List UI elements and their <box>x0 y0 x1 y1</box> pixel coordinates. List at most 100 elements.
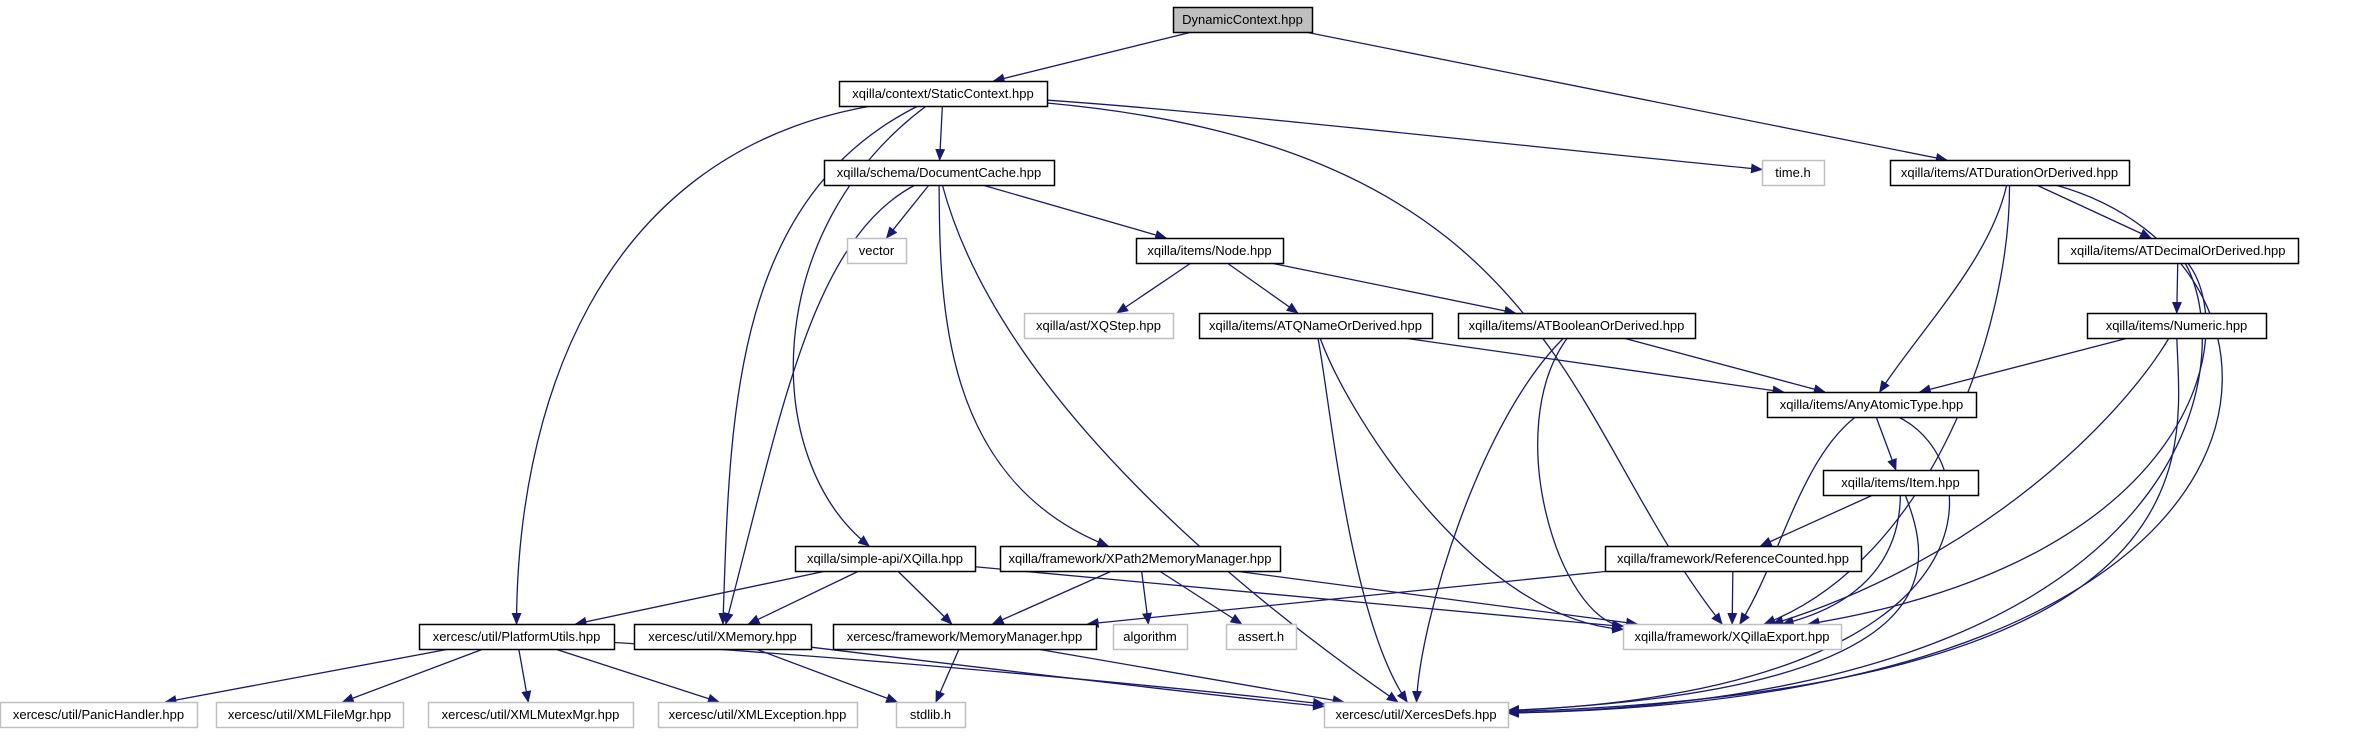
edge-atqname-to-xqexport <box>1319 337 1624 634</box>
edge-atbool-to-xqexport <box>1537 337 1624 630</box>
node-algorithm: algorithm <box>1112 623 1189 651</box>
node-refcount[interactable]: xqilla/framework/ReferenceCounted.hpp <box>1604 545 1863 573</box>
node-box <box>1457 312 1697 340</box>
node-item[interactable]: xqilla/items/Item.hpp <box>1822 469 1980 497</box>
node-box <box>2057 237 2300 265</box>
edge-platutils-to-xmlfile <box>341 648 484 703</box>
node-atbool[interactable]: xqilla/items/ATBooleanOrDerived.hpp <box>1457 312 1697 340</box>
node-vector: vector <box>846 237 908 265</box>
node-box <box>1172 6 1314 34</box>
node-box <box>832 623 1098 651</box>
node-box <box>1023 312 1175 340</box>
edge-item-to-xqexport <box>1781 494 1902 627</box>
edge-platutils-to-xmlexc <box>554 648 720 704</box>
edge-xp2mm-to-memmgr <box>991 570 1113 625</box>
node-label: xercesc/util/XMemory.hpp <box>648 629 797 644</box>
edge-dyn-to-atdur <box>1305 31 1948 163</box>
node-box <box>838 80 1049 108</box>
node-label: xqilla/framework/XQillaExport.hpp <box>1634 629 1829 644</box>
node-box <box>823 159 1056 187</box>
edge-sc-to-doccache <box>935 105 946 161</box>
node-numeric[interactable]: xqilla/items/Numeric.hpp <box>2086 312 2268 340</box>
node-box <box>427 701 635 729</box>
edge-anyatomic-to-xqexport <box>1739 416 1856 625</box>
edge-doccache-to-xdefs <box>941 184 1399 703</box>
node-label: xercesc/util/PanicHandler.hpp <box>13 707 184 722</box>
edge-doccache-to-vector <box>885 184 930 239</box>
node-label: xqilla/ast/XQStep.hpp <box>1036 318 1161 333</box>
nodes-layer: DynamicContext.hpp xqilla/context/StaticC… <box>0 6 2300 729</box>
edge-atdec-to-numeric <box>2171 262 2182 314</box>
node-label: DynamicContext.hpp <box>1182 12 1303 27</box>
node-label: xercesc/framework/MemoryManager.hpp <box>847 629 1083 644</box>
edge-xp2mm-to-xqexport <box>1234 570 1639 628</box>
node-timeh: time.h <box>1761 159 1826 187</box>
node-sc[interactable]: xqilla/context/StaticContext.hpp <box>838 80 1049 108</box>
node-xmlexc: xercesc/util/XMLException.hpp <box>657 701 859 729</box>
node-box <box>895 701 967 729</box>
node-box <box>794 545 977 573</box>
node-atqname[interactable]: xqilla/items/ATQNameOrDerived.hpp <box>1198 312 1434 340</box>
edge-xp2mm-to-asserth <box>1159 570 1243 625</box>
edge-doccache-to-node <box>982 184 1168 240</box>
node-label: xqilla/items/ATDecimalOrDerived.hpp <box>2070 243 2285 258</box>
node-label: xqilla/simple-api/XQilla.hpp <box>807 551 963 566</box>
node-box <box>1766 391 1978 419</box>
node-dyn[interactable]: DynamicContext.hpp <box>1172 6 1314 34</box>
node-atdur[interactable]: xqilla/items/ATDurationOrDerived.hpp <box>1889 159 2131 187</box>
edge-node-to-xqstep <box>1116 262 1192 314</box>
node-label: xqilla/context/StaticContext.hpp <box>852 86 1033 101</box>
node-node[interactable]: xqilla/items/Node.hpp <box>1135 237 1285 265</box>
edge-atbool-to-anyatomic <box>1623 337 1826 394</box>
node-box <box>1198 312 1434 340</box>
node-label: xqilla/items/Node.hpp <box>1147 243 1271 258</box>
node-label: xqilla/items/AnyAtomicType.hpp <box>1780 397 1964 412</box>
edge-xp2mm-to-algorithm <box>1140 570 1152 625</box>
node-label: vector <box>859 243 895 258</box>
edge-numeric-to-xqexport <box>1771 337 2170 626</box>
edge-platutils-to-xdefs <box>613 641 1325 708</box>
node-label: xqilla/items/Numeric.hpp <box>2106 318 2248 333</box>
node-box <box>1225 623 1298 651</box>
node-doccache[interactable]: xqilla/schema/DocumentCache.hpp <box>823 159 1056 187</box>
edge-memmgr-to-stdlib <box>935 648 960 703</box>
node-box <box>1822 469 1980 497</box>
node-label: algorithm <box>1123 629 1176 644</box>
node-box <box>418 623 616 651</box>
node-platutils[interactable]: xercesc/util/PlatformUtils.hpp <box>418 623 616 651</box>
node-xmlmutex: xercesc/util/XMLMutexMgr.hpp <box>427 701 635 729</box>
node-label: xercesc/util/XercesDefs.hpp <box>1335 707 1496 722</box>
edge-atdec-to-xqexport <box>1807 262 2207 628</box>
edge-refcount-to-xqexport <box>1727 570 1738 625</box>
edge-memmgr-to-xdefs <box>1036 648 1345 706</box>
node-xqillaapi[interactable]: xqilla/simple-api/XQilla.hpp <box>794 545 977 573</box>
node-atdec[interactable]: xqilla/items/ATDecimalOrDerived.hpp <box>2057 237 2300 265</box>
node-box <box>999 545 1282 573</box>
edge-sc-to-xmemory <box>718 105 919 625</box>
edge-xqillaapi-to-platutils <box>574 570 827 627</box>
node-label: xqilla/schema/DocumentCache.hpp <box>837 165 1042 180</box>
edge-atqname-to-xdefs <box>1317 337 1408 703</box>
node-label: xqilla/framework/XPath2MemoryManager.hpp <box>1008 551 1271 566</box>
node-box <box>1761 159 1826 187</box>
node-label: xqilla/framework/ReferenceCounted.hpp <box>1617 551 1849 566</box>
edge-platutils-to-panic <box>164 648 450 705</box>
edge-platutils-to-xmlmutex <box>518 648 532 703</box>
node-memmgr[interactable]: xercesc/framework/MemoryManager.hpp <box>832 623 1098 651</box>
node-anyatomic[interactable]: xqilla/items/AnyAtomicType.hpp <box>1766 391 1978 419</box>
edge-sc-to-timeh <box>1046 99 1763 174</box>
node-xp2mm[interactable]: xqilla/framework/XPath2MemoryManager.hpp <box>999 545 1282 573</box>
node-box <box>1622 623 1843 651</box>
edge-node-to-atbool <box>1270 262 1517 316</box>
node-label: xercesc/util/XMLException.hpp <box>669 707 847 722</box>
node-xmemory[interactable]: xercesc/util/XMemory.hpp <box>633 623 813 651</box>
node-label: xqilla/items/ATQNameOrDerived.hpp <box>1209 318 1422 333</box>
edge-item-to-refcount <box>1759 494 1874 547</box>
node-box <box>633 623 813 651</box>
edge-atdur-to-xqexport <box>1763 184 2011 625</box>
edge-anyatomic-to-item <box>1875 416 1897 471</box>
node-box <box>1889 159 2131 187</box>
node-label: xercesc/util/XMLFileMgr.hpp <box>228 707 391 722</box>
node-asserth: assert.h <box>1225 623 1298 651</box>
